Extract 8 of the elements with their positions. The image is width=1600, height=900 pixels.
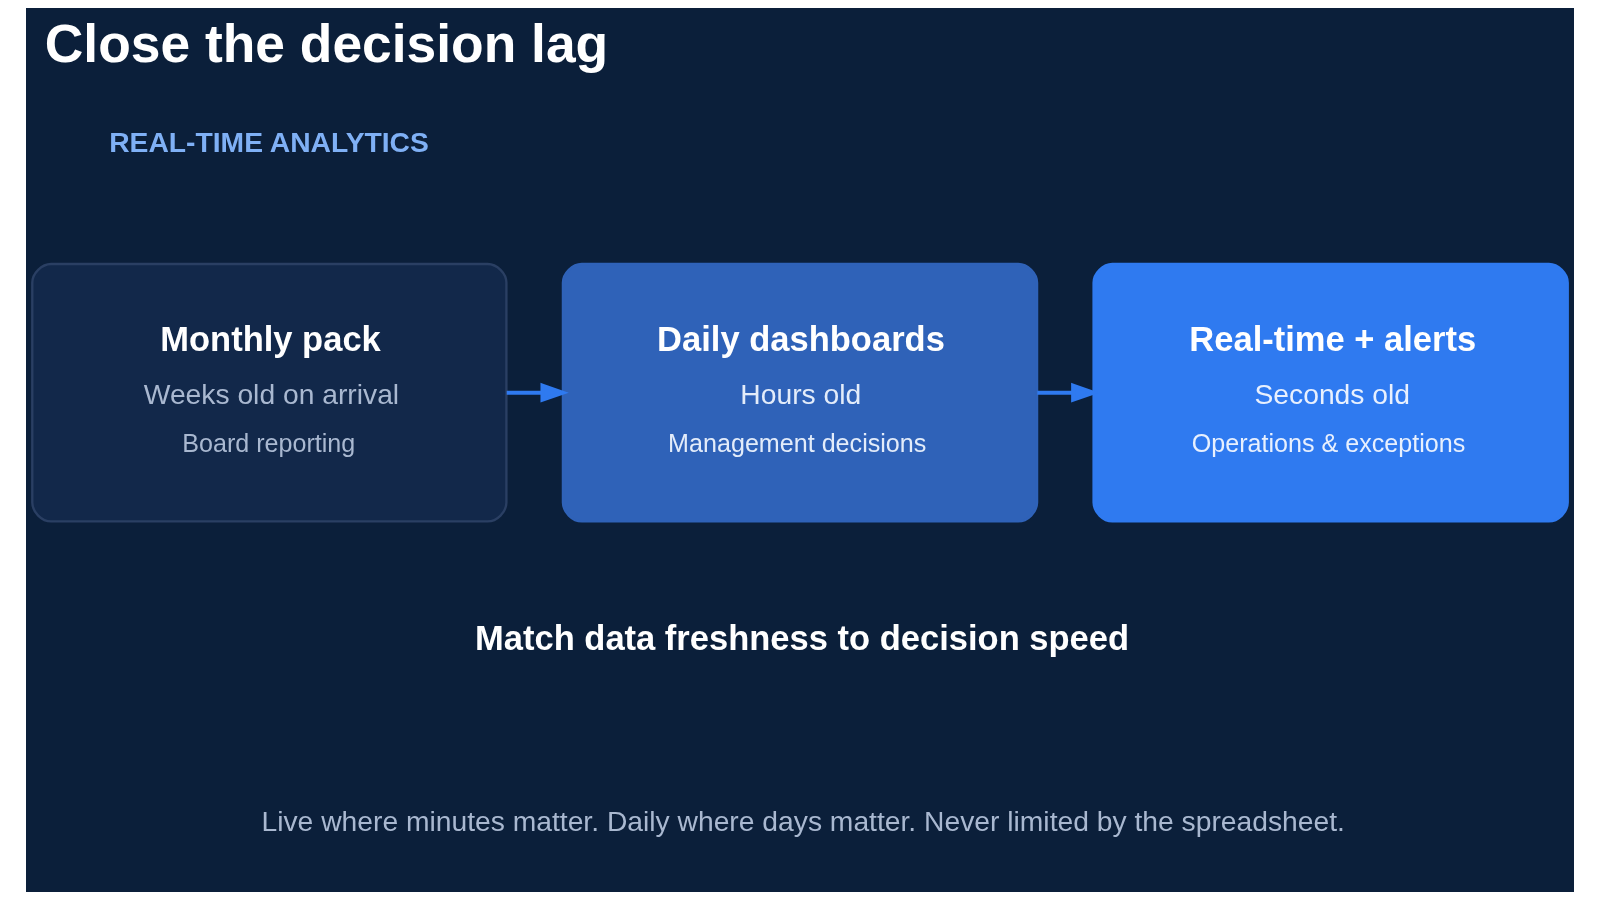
label: Live where minutes matter. Daily where days matter. Never limited by the spreadsheet. [261, 805, 1345, 838]
node-box: Daily dashboards Hours old Management decisions [561, 262, 1039, 523]
node-box: Monthly pack Weeks old on arrival Board reporting [31, 262, 508, 523]
diagram-title: Close the decision lag [44, 13, 609, 73]
node-box: Real-time + alerts Seconds old Operations & exceptions [1092, 262, 1569, 523]
label: Match data freshness to decision speed [475, 618, 1130, 657]
label: REAL-TIME ANALYTICS [109, 125, 429, 158]
arrow [506, 382, 569, 403]
